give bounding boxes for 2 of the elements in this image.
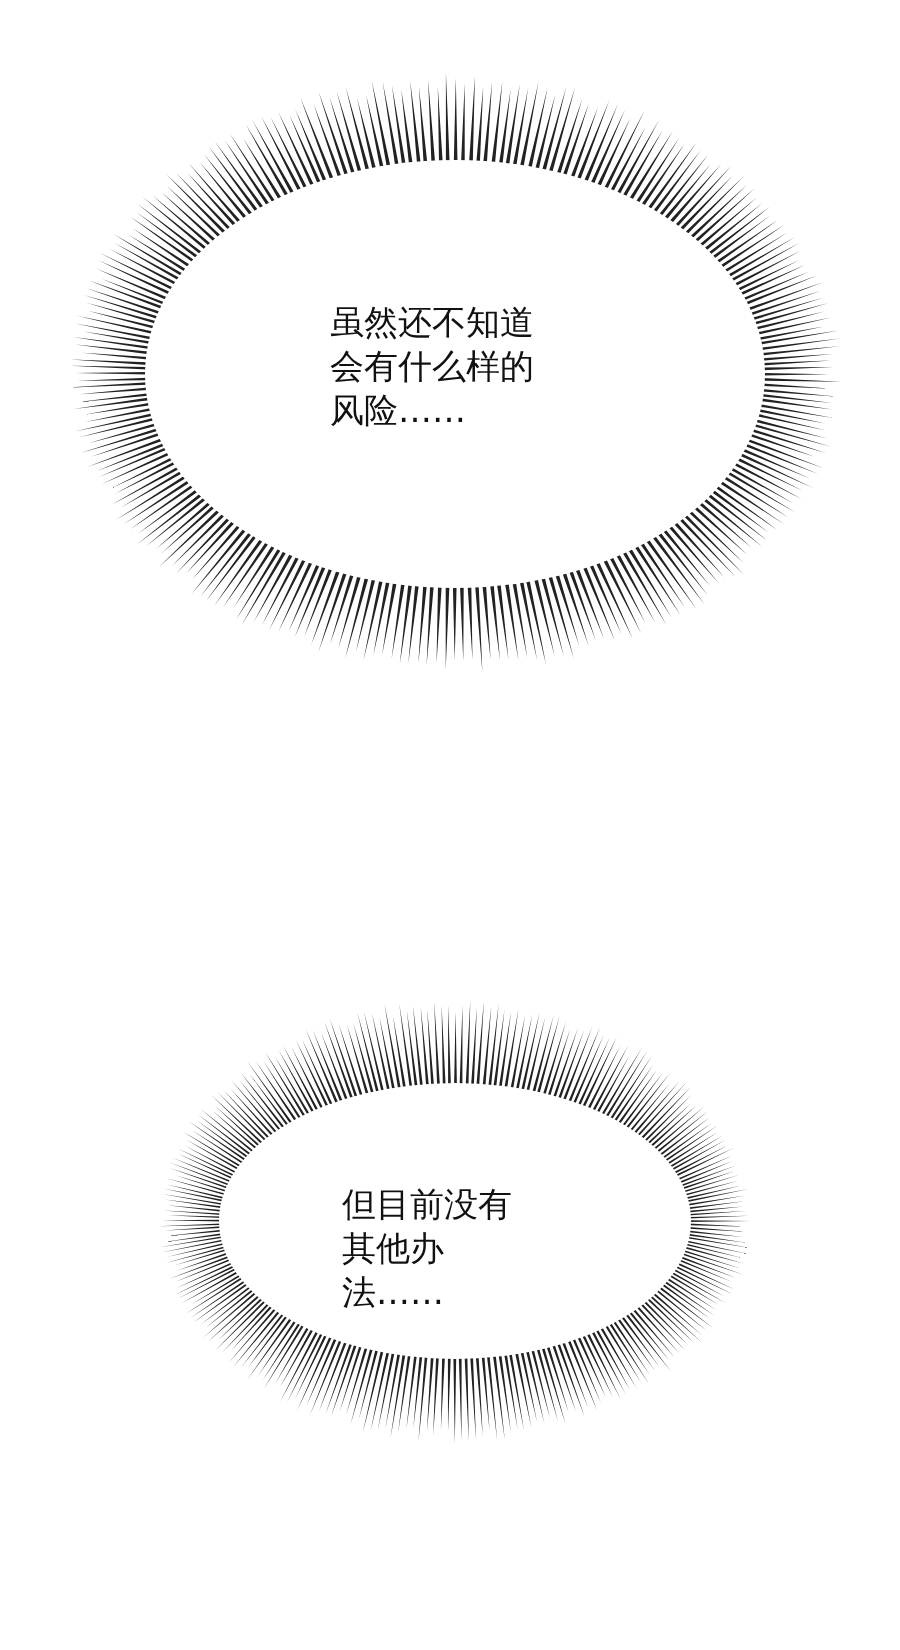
dialogue-text: 但目前没有其他办法…… bbox=[342, 1183, 513, 1314]
dialogue-text: 虽然还不知道会有什么样的风险…… bbox=[330, 301, 535, 432]
